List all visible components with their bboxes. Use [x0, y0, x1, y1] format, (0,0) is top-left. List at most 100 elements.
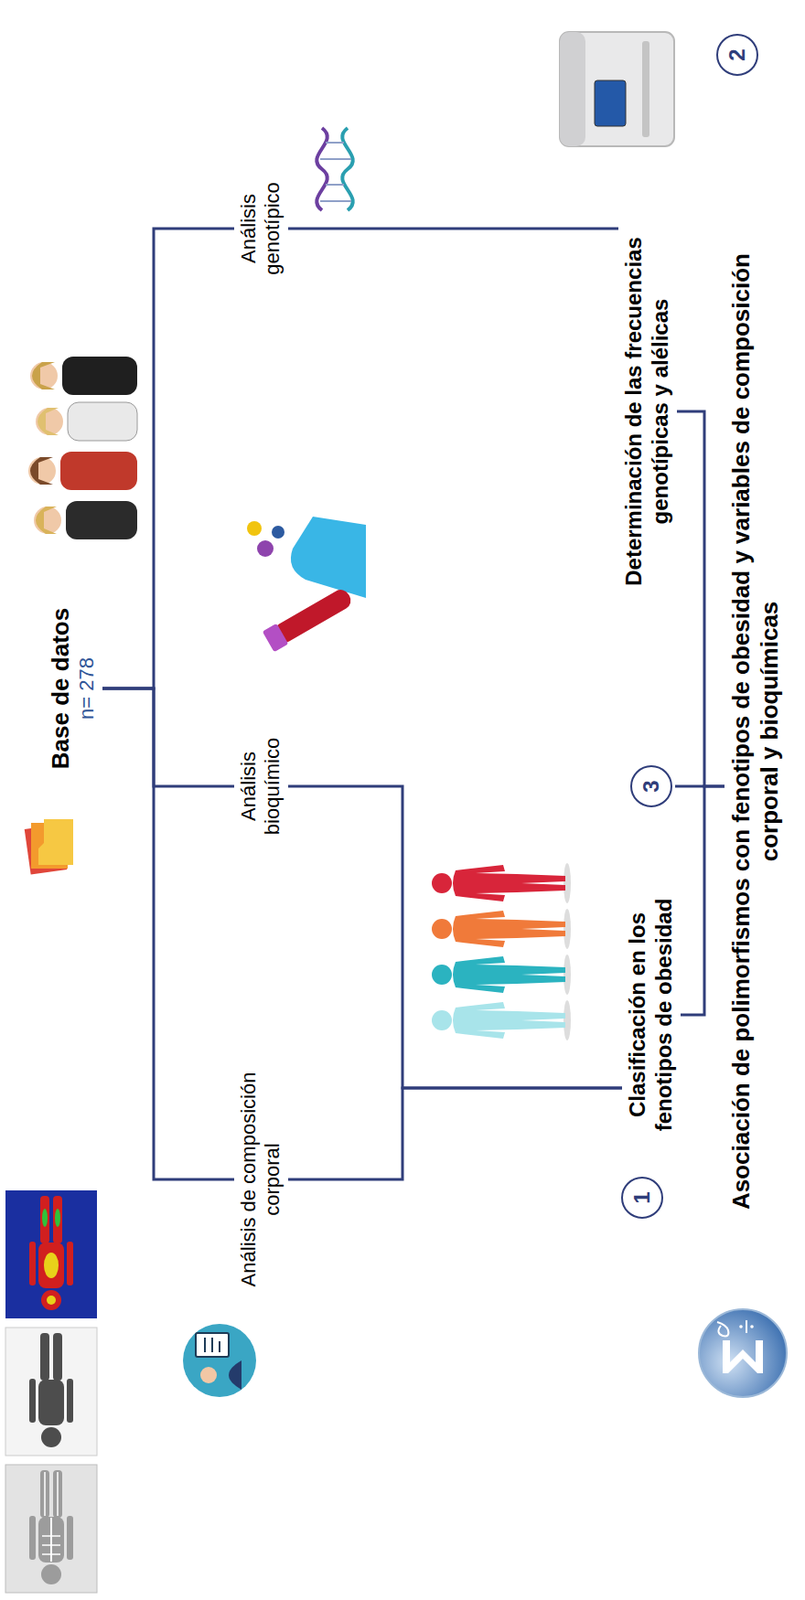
callout-stem: [675, 785, 705, 789]
skeleton-scan: [5, 1465, 97, 1594]
step-number: 2: [716, 33, 759, 76]
step-label: Asociación de polimorfismos con fenotipo…: [724, 219, 787, 1245]
blood-sample-photo: [246, 516, 366, 653]
bracket-connector: [288, 1088, 623, 1181]
thermal-scan: [5, 1191, 97, 1320]
blood-sample-photo-part: [271, 525, 285, 539]
node-text: Clasificación en los fenotipos de obesid…: [624, 865, 678, 1166]
bracket-connector: [288, 786, 623, 1089]
dna-icon-part: [342, 128, 354, 211]
participants-photo: [28, 356, 138, 540]
callout-number: 3: [638, 780, 666, 793]
skeleton-scan-part: [50, 1518, 53, 1563]
analysis-label: Análisis bioquímico: [234, 718, 289, 856]
skeleton-scan-part: [56, 1472, 59, 1517]
skeleton-scan-part: [43, 1472, 46, 1517]
obesity-phenotype-figures-part: [431, 865, 566, 902]
bracket-connector: [288, 227, 619, 231]
participants-photo-part: [65, 501, 138, 540]
callout-number: 2: [724, 48, 752, 61]
node-text: Análisis bioquímico: [236, 723, 286, 850]
node-text: Análisis de composición corporal: [236, 1048, 286, 1312]
bracket-connector: [102, 688, 235, 1181]
silhouette-scan: [5, 1328, 97, 1457]
pcr-machine-part: [559, 32, 586, 147]
database-heading: Base de datosn= 278: [43, 565, 103, 813]
thermal-scan-part: [43, 1253, 59, 1279]
bracket-connector: [676, 411, 725, 787]
statistics-icon-part: [745, 1320, 748, 1334]
blood-sample-photo-part: [290, 516, 366, 599]
dna-icon-part: [316, 128, 328, 211]
clipboard-icon-part: [211, 1338, 214, 1353]
clipboard-icon-part: [228, 1361, 242, 1391]
thermal-scan-part: [29, 1196, 74, 1311]
statistics-icon-part: [739, 1325, 743, 1330]
participants-photo-part: [35, 407, 64, 436]
obesity-phenotype-figures: [431, 863, 571, 1042]
pcr-machine-part: [642, 41, 650, 138]
statistics-icon-part: [750, 1325, 754, 1330]
statistics-icon: [698, 1309, 787, 1398]
clipboard-icon-part: [218, 1341, 221, 1353]
folder-icon-part: [38, 819, 74, 866]
clipboard-icon-part: [203, 1338, 206, 1353]
obesity-phenotype-figures-part: [563, 909, 571, 950]
thermal-scan-part: [5, 1191, 97, 1320]
node-text: Asociación de polimorfismos con fenotipo…: [727, 225, 784, 1239]
participants-photo-part: [62, 356, 138, 396]
silhouette-scan-part: [29, 1333, 74, 1449]
node-text: Análisis genotípico: [236, 165, 286, 292]
statistics-icon-part: [722, 1341, 763, 1374]
bracket-connector: [102, 688, 235, 787]
skeleton-scan-part: [42, 1554, 61, 1557]
participants-photo-part: [30, 362, 58, 390]
bracket-connector: [680, 786, 725, 1016]
thermal-scan-part: [46, 1296, 56, 1306]
statistics-icon-part: [698, 1309, 787, 1398]
skeleton-scan-part: [29, 1470, 74, 1586]
thermal-scan-part: [42, 1209, 48, 1228]
dna-icon-part: [325, 141, 344, 144]
obesity-phenotype-figures-part: [431, 1002, 566, 1040]
thermal-scan-part: [54, 1209, 61, 1228]
obesity-phenotype-figures-part: [431, 911, 566, 948]
blood-sample-photo-part: [262, 585, 355, 654]
node-text: Base de datos: [46, 570, 76, 807]
participants-photo-part: [28, 457, 56, 485]
folder-icon: [24, 819, 74, 876]
participants-photo-part: [67, 402, 138, 441]
blood-sample-photo-part: [257, 540, 274, 558]
pcr-machine-part: [559, 32, 675, 147]
bracket-connector: [102, 228, 235, 689]
silhouette-scan-part: [5, 1328, 97, 1457]
skeleton-scan-part: [42, 1545, 61, 1547]
participants-photo-part: [37, 407, 59, 436]
pcr-machine-part: [594, 80, 626, 127]
analysis-label: Análisis genotípico: [234, 160, 289, 298]
obesity-phenotype-figures-part: [563, 955, 571, 996]
clipboard-icon: [182, 1324, 257, 1398]
step-number: 3: [630, 765, 673, 808]
blood-sample-photo-part-part: [262, 623, 290, 654]
clipboard-icon-part: [200, 1367, 217, 1385]
callout-number: 1: [629, 1191, 656, 1204]
participants-photo-part: [35, 506, 57, 535]
clipboard-icon-part: [182, 1324, 257, 1398]
dna-icon-part: [320, 158, 352, 161]
step-label: Clasificación en los fenotipos de obesid…: [622, 859, 681, 1171]
step-label: Determinación de las frecuencias genotíp…: [618, 182, 677, 641]
blood-sample-photo-part: [246, 521, 262, 537]
dna-icon: [316, 128, 354, 211]
node-text: Determinación de las frecuencias genotíp…: [621, 188, 675, 635]
participants-photo-part: [33, 506, 62, 535]
skeleton-scan-part: [5, 1465, 97, 1594]
participants-photo-part: [30, 457, 54, 485]
node-subtext: n= 278: [75, 570, 99, 807]
dna-icon-part: [320, 200, 352, 203]
dna-icon-part: [325, 183, 344, 186]
obesity-phenotype-figures-part: [563, 863, 571, 904]
obesity-phenotype-figures-part: [431, 956, 566, 994]
skeleton-scan-part: [42, 1535, 61, 1538]
